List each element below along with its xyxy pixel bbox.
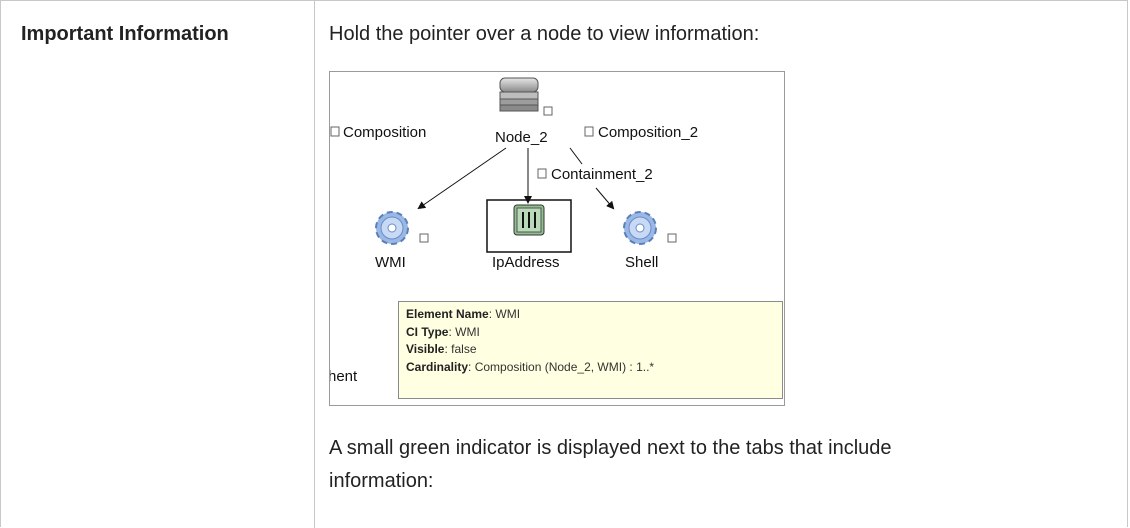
node-label-wmi: WMI <box>375 254 406 271</box>
node-label-shell: Shell <box>625 254 658 271</box>
tooltip-value: Composition (Node_2, WMI) : 1..* <box>474 359 655 374</box>
gear-icon[interactable] <box>623 211 657 245</box>
tooltip-key: CI Type <box>406 324 449 339</box>
topology-diagram: Node_2 Composition Composition_2 Contain… <box>330 77 698 271</box>
tooltip-value: WMI <box>455 324 480 339</box>
edge-label-left: Composition <box>343 124 426 141</box>
edge-icon <box>537 168 547 179</box>
tooltip: Element Name: WMI CI Type: WMI Visible: … <box>398 301 783 399</box>
ip-address-icon[interactable] <box>513 204 545 236</box>
expand-icon[interactable] <box>667 233 677 243</box>
edge-icon <box>584 126 594 137</box>
edge-arrow <box>595 187 615 210</box>
column-divider <box>314 1 315 528</box>
tooltip-value: WMI <box>495 307 521 321</box>
tooltip-row: CI Type: WMI <box>406 324 480 339</box>
tooltip-row: Element Name: WMI <box>406 307 521 321</box>
tooltip-key: Visible <box>406 342 445 356</box>
edge-label-mid: Containment_2 <box>551 166 653 183</box>
tooltip-key: Cardinality <box>406 359 469 374</box>
edge-icon <box>330 126 340 137</box>
expand-icon[interactable] <box>543 106 553 116</box>
tooltip-row: Cardinality: Composition (Node_2, WMI) :… <box>406 359 655 374</box>
edge-line <box>569 147 583 165</box>
node-label-top: Node_2 <box>495 129 548 146</box>
description-paragraph: A small green indicator is displayed nex… <box>329 437 892 492</box>
selection-box <box>486 199 572 253</box>
edge-arrow <box>417 147 507 210</box>
tooltip-row: Visible: false <box>406 342 477 356</box>
clipped-label: hent <box>329 368 358 385</box>
node-label-ip: IpAddress <box>492 254 560 271</box>
row-label: Important Information <box>21 23 229 45</box>
expand-icon[interactable] <box>419 233 429 243</box>
intro-text: Hold the pointer over a node to view inf… <box>329 23 760 45</box>
edge-label-right: Composition_2 <box>598 124 698 141</box>
gear-icon[interactable] <box>375 211 409 245</box>
tooltip-key: Element Name <box>406 307 489 321</box>
topology-figure: Node_2 Composition Composition_2 Contain… <box>329 71 785 406</box>
server-icon[interactable] <box>499 77 539 112</box>
tooltip-value: false <box>451 342 477 356</box>
